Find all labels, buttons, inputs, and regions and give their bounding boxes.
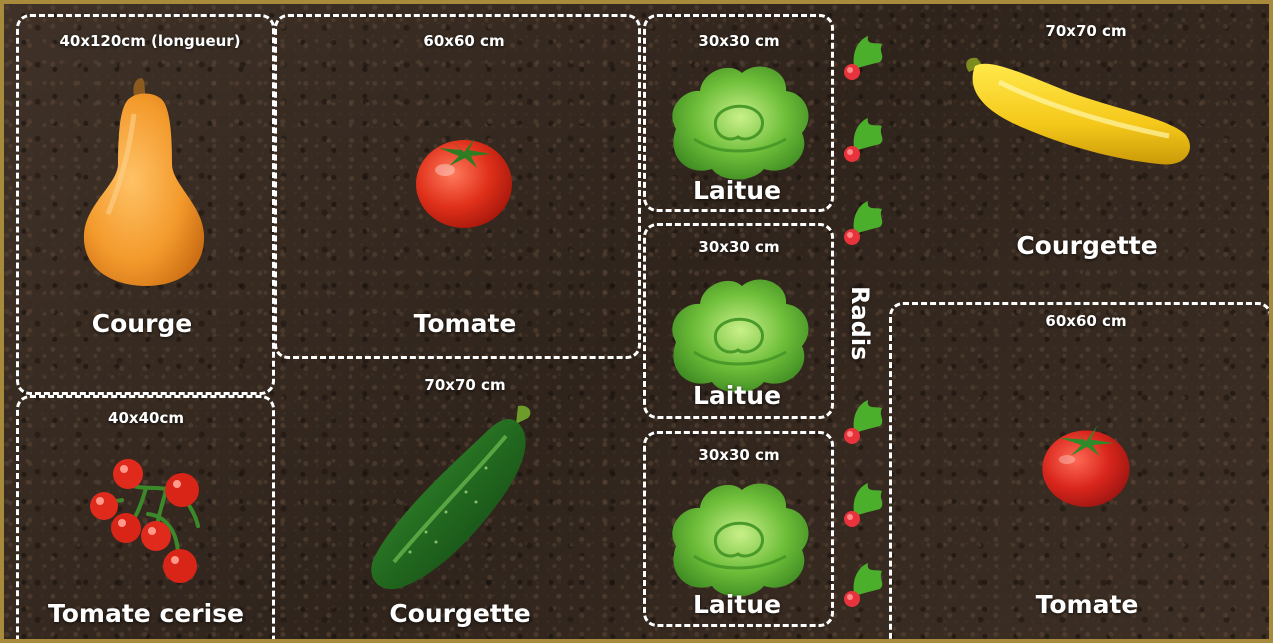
dimension-label-tomate-top: 60x60 cm bbox=[423, 32, 504, 50]
plant-name-tomate-top: Tomate bbox=[414, 309, 517, 338]
plant-name-courgette-bottom: Courgette bbox=[389, 599, 530, 628]
dimension-label-courgette-top: 70x70 cm bbox=[1045, 22, 1126, 40]
radish-icon bbox=[838, 559, 890, 611]
radish-icon bbox=[838, 479, 890, 531]
tomato-icon bbox=[1036, 419, 1136, 511]
lettuce-icon bbox=[664, 272, 814, 392]
radish-icon bbox=[838, 396, 890, 448]
dimension-label-laitue-2: 30x30 cm bbox=[698, 238, 779, 256]
radish-icon bbox=[838, 114, 890, 166]
plant-name-tomate-right: Tomate bbox=[1036, 590, 1139, 619]
dimension-label-laitue-3: 30x30 cm bbox=[698, 446, 779, 464]
lettuce-icon bbox=[664, 59, 814, 179]
dimension-label-laitue-1: 30x30 cm bbox=[698, 32, 779, 50]
plant-name-laitue-3: Laitue bbox=[693, 590, 781, 619]
lettuce-icon bbox=[664, 476, 814, 596]
green-zucchini-icon bbox=[366, 402, 541, 594]
radish-icon bbox=[838, 32, 890, 84]
cherry-tomato-icon bbox=[86, 456, 211, 586]
dimension-label-tomate-right: 60x60 cm bbox=[1045, 312, 1126, 330]
dimension-label-tomate-cerise: 40x40cm bbox=[108, 409, 184, 427]
radis-label: Radis bbox=[846, 286, 874, 360]
yellow-zucchini-icon bbox=[959, 52, 1199, 172]
radish-icon bbox=[838, 197, 890, 249]
tomato-icon bbox=[409, 132, 519, 232]
plant-name-laitue-2: Laitue bbox=[693, 381, 781, 410]
plant-name-laitue-1: Laitue bbox=[693, 176, 781, 205]
plant-name-courge: Courge bbox=[92, 309, 193, 338]
plant-name-courgette-top: Courgette bbox=[1016, 231, 1157, 260]
plant-name-tomate-cerise: Tomate cerise bbox=[48, 599, 244, 628]
dimension-label-courge: 40x120cm (longueur) bbox=[59, 32, 240, 50]
dimension-label-courgette-bottom: 70x70 cm bbox=[424, 376, 505, 394]
butternut-squash-icon bbox=[74, 74, 214, 289]
